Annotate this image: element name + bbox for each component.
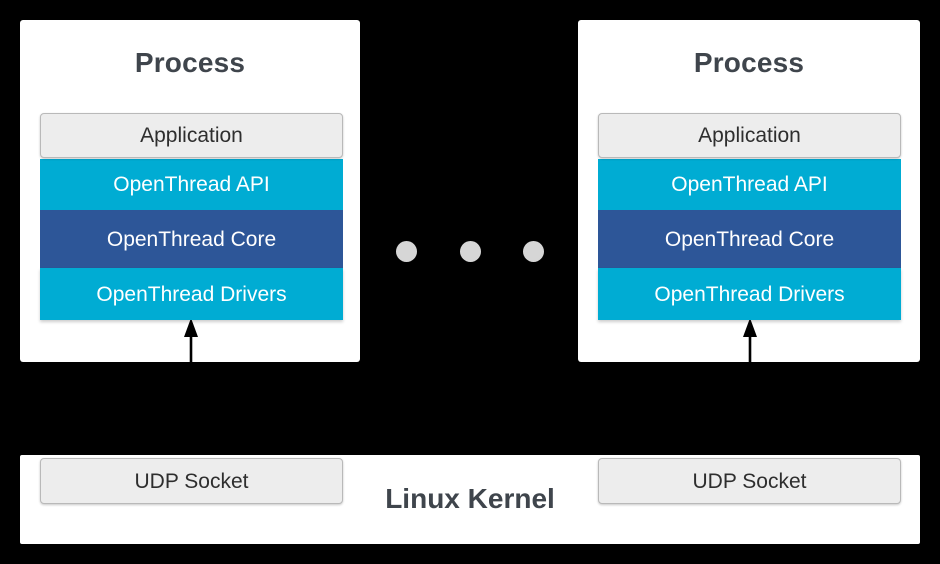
layer-stack-right: Application OpenThread API OpenThread Co… — [598, 113, 901, 320]
layer-application-left[interactable]: Application — [40, 113, 343, 158]
layer-openthread-drivers-right[interactable]: OpenThread Drivers — [598, 268, 901, 320]
layer-openthread-api-left[interactable]: OpenThread API — [40, 159, 343, 210]
layer-label: OpenThread Core — [664, 227, 835, 251]
layer-openthread-drivers-left[interactable]: OpenThread Drivers — [40, 268, 343, 320]
layer-openthread-core-right[interactable]: OpenThread Core — [598, 210, 901, 268]
layer-label: OpenThread Drivers — [654, 282, 845, 306]
ellipsis-dot — [459, 240, 481, 262]
udp-socket-right[interactable]: UDP Socket — [598, 458, 901, 504]
kernel-title: Linux Kernel — [385, 483, 555, 514]
process-panel-left: Process Application OpenThread API OpenT… — [20, 20, 360, 362]
process-panel-right: Process Application OpenThread API OpenT… — [578, 20, 920, 362]
ellipsis-dot — [396, 240, 417, 262]
ellipsis-dot — [523, 240, 544, 262]
process-title-right: Process — [693, 47, 805, 78]
layer-application-right[interactable]: Application — [598, 113, 901, 158]
arrow-up-icon-right — [743, 318, 757, 362]
process-title-left: Process — [134, 47, 246, 78]
udp-socket-left[interactable]: UDP Socket — [40, 458, 343, 504]
layer-label: Application — [698, 124, 801, 147]
layer-openthread-api-right[interactable]: OpenThread API — [598, 159, 901, 210]
ellipsis-dots-icon — [396, 237, 544, 265]
udp-socket-label: UDP Socket — [134, 469, 249, 493]
layer-stack-left: Application OpenThread API OpenThread Co… — [40, 113, 343, 320]
kernel-panel: UDP Socket Linux Kernel UDP Socket — [20, 455, 920, 544]
layer-label: Application — [140, 124, 243, 147]
arrow-up-icon-left — [184, 318, 198, 362]
layer-label: OpenThread Drivers — [96, 282, 287, 306]
layer-label: OpenThread API — [113, 173, 270, 196]
layer-label: OpenThread API — [671, 173, 828, 196]
layer-openthread-core-left[interactable]: OpenThread Core — [40, 210, 343, 268]
udp-socket-label: UDP Socket — [692, 469, 807, 493]
layer-label: OpenThread Core — [106, 227, 277, 251]
